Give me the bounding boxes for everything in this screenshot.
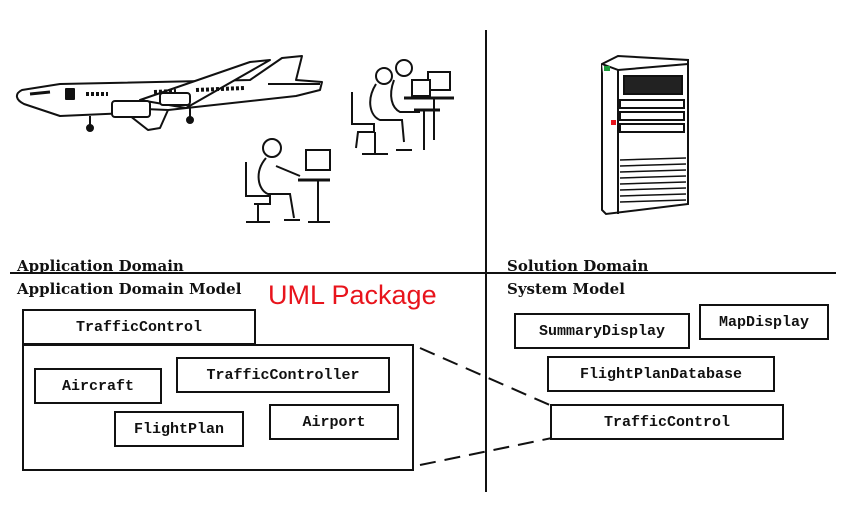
class-traffic-control: TrafficControl: [550, 404, 784, 440]
class-flight-plan-database: FlightPlanDatabase: [547, 356, 775, 392]
mapping-dashed-line-bottom: [419, 437, 553, 466]
class-map-display: MapDisplay: [699, 304, 829, 340]
server-tower-icon: [601, 54, 689, 216]
airplane-icon: [16, 55, 323, 132]
system-model-label: System Model: [507, 280, 625, 298]
class-traffic-controller: TrafficController: [176, 357, 390, 393]
class-aircraft: Aircraft: [34, 368, 162, 404]
solution-domain-label: Solution Domain: [507, 257, 649, 275]
application-domain-model-label: Application Domain Model: [17, 280, 242, 298]
class-summary-display: SummaryDisplay: [514, 313, 690, 349]
package-tab: TrafficControl: [22, 309, 256, 345]
class-flight-plan: FlightPlan: [114, 411, 244, 447]
class-airport: Airport: [269, 404, 399, 440]
workstation-operator-icon: [245, 138, 331, 223]
workstation-operators-icon: [351, 59, 454, 155]
uml-package-annotation: UML Package: [268, 280, 437, 310]
application-domain-label: Application Domain: [17, 257, 184, 275]
